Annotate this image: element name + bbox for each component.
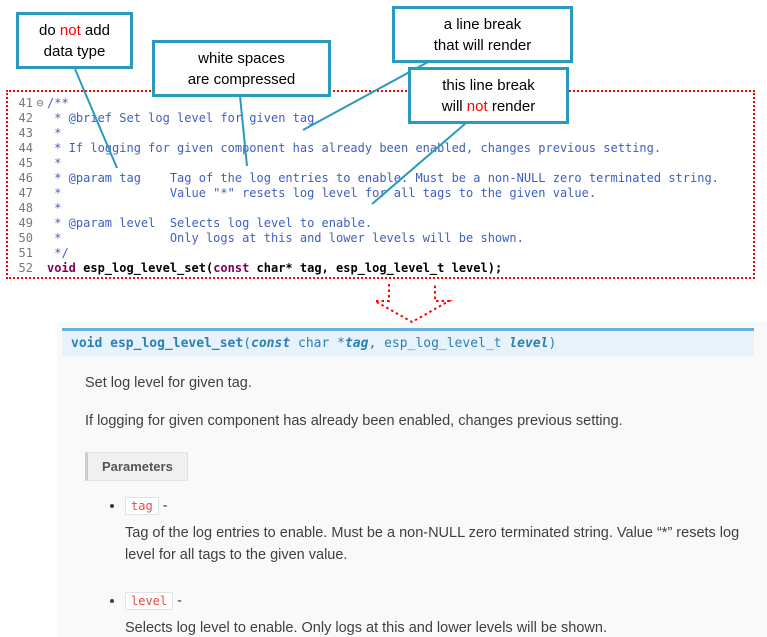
down-arrow-outline (371, 284, 453, 324)
parameter-item-tag: tag - Tag of the log entries to enable. … (125, 497, 767, 566)
code-text: * (47, 201, 62, 215)
parameter-item-level: level - Selects log level to enable. Onl… (125, 592, 767, 637)
code-line: 46 * @param tag Tag of the log entries t… (10, 171, 751, 186)
keyword-const: const (213, 261, 250, 275)
code-line: 50 * Only logs at this and lower levels … (10, 231, 751, 246)
callout-line: a line break (443, 15, 522, 33)
sig-const-keyword: const (251, 336, 291, 351)
line-number: 41 (18, 96, 33, 110)
sig-separator: , (368, 336, 385, 351)
code-editor-snippet: 41⊖/** 42 * @brief Set log level for giv… (6, 90, 755, 279)
code-line: 41⊖/** (10, 96, 751, 111)
code-text: * If logging for given component has alr… (47, 141, 662, 155)
callout-break-not-render: this line break will not render (408, 67, 569, 124)
code-line: 49 * @param level Selects log level to e… (10, 216, 751, 231)
function-name: esp_log_level_set( (75, 261, 214, 275)
callout-break-renders: a line break that will render (392, 6, 573, 63)
line-number: 47 (18, 186, 33, 200)
rendered-doc-panel: void esp_log_level_set(const char *tag, … (57, 322, 767, 637)
param-description: Tag of the log entries to enable. Must b… (125, 525, 740, 563)
sig-paren-close: ) (548, 336, 557, 351)
function-args: char* tag, esp_log_level_t level); (249, 261, 503, 275)
code-line-function-declaration: 52 void esp_log_level_set(const char* tag… (10, 261, 751, 276)
callout-no-datatype: do not add data type (16, 12, 133, 69)
param-dash: - (158, 498, 168, 514)
code-line: 48 * (10, 201, 751, 216)
code-text: /** (47, 96, 69, 110)
brief-description: Set log level for given tag. (85, 375, 252, 391)
sig-arg2-type: esp_log_level_t (384, 336, 510, 351)
callout-line: this line break (442, 76, 535, 94)
line-number: 46 (18, 171, 33, 185)
parameter-list: tag - Tag of the log entries to enable. … (57, 497, 767, 637)
param-description: Selects log level to enable. Only logs a… (125, 620, 607, 636)
code-line: 45 * (10, 156, 751, 171)
callout-line: data type (43, 42, 106, 60)
code-text: * (47, 126, 62, 140)
sig-arg2-name: level (509, 336, 549, 351)
code-line: 43 * (10, 126, 751, 141)
code-line: 42 * @brief Set log level for given tag (10, 111, 751, 126)
line-number: 52 (18, 261, 33, 275)
code-text: * Value "*" resets log level for all tag… (47, 186, 597, 200)
code-text: * @param level Selects log level to enab… (47, 216, 373, 230)
line-number: 45 (18, 156, 33, 170)
fold-marker-icon[interactable]: ⊖ (36, 96, 44, 110)
code-line: 51 */ (10, 246, 751, 261)
sig-function-name: esp_log_level_set (102, 336, 244, 351)
detailed-description: If logging for given component has alrea… (85, 413, 623, 429)
callout-line: that will render (433, 36, 532, 54)
line-number: 44 (18, 141, 33, 155)
code-line: 44 * If logging for given component has … (10, 141, 751, 156)
code-text: * @param tag Tag of the log entries to e… (47, 171, 719, 185)
callout-line: white spaces (198, 49, 285, 67)
param-dash: - (173, 593, 182, 609)
line-number: 50 (18, 231, 33, 245)
callout-line: do not add (39, 21, 110, 39)
code-text: * (47, 156, 62, 170)
callout-whitespace: white spaces are compressed (152, 40, 331, 97)
code-text: void esp_log_level_set(const char* tag, … (47, 261, 502, 275)
sig-paren-open: ( (243, 336, 252, 351)
callout-line: will not render (441, 97, 536, 115)
code-text: * @brief Set log level for given tag (47, 111, 315, 125)
sig-return-type: void (71, 336, 103, 351)
keyword-void: void (47, 261, 76, 275)
line-number: 51 (18, 246, 33, 260)
sig-arg1-type: char * (290, 336, 345, 351)
sig-arg1-name: tag (344, 336, 369, 351)
line-number: 42 (18, 111, 33, 125)
param-name-chip: tag (125, 497, 159, 515)
code-line: 47 * Value "*" resets log level for all … (10, 186, 751, 201)
parameters-heading: Parameters (85, 452, 188, 481)
code-text: */ (47, 246, 69, 260)
callout-line: are compressed (187, 70, 296, 88)
param-name-chip: level (125, 592, 174, 610)
function-signature-bar: void esp_log_level_set(const char *tag, … (62, 328, 754, 356)
code-text: * Only logs at this and lower levels wil… (47, 231, 524, 245)
line-number: 49 (18, 216, 33, 230)
line-number: 48 (18, 201, 33, 215)
line-number: 43 (18, 126, 33, 140)
